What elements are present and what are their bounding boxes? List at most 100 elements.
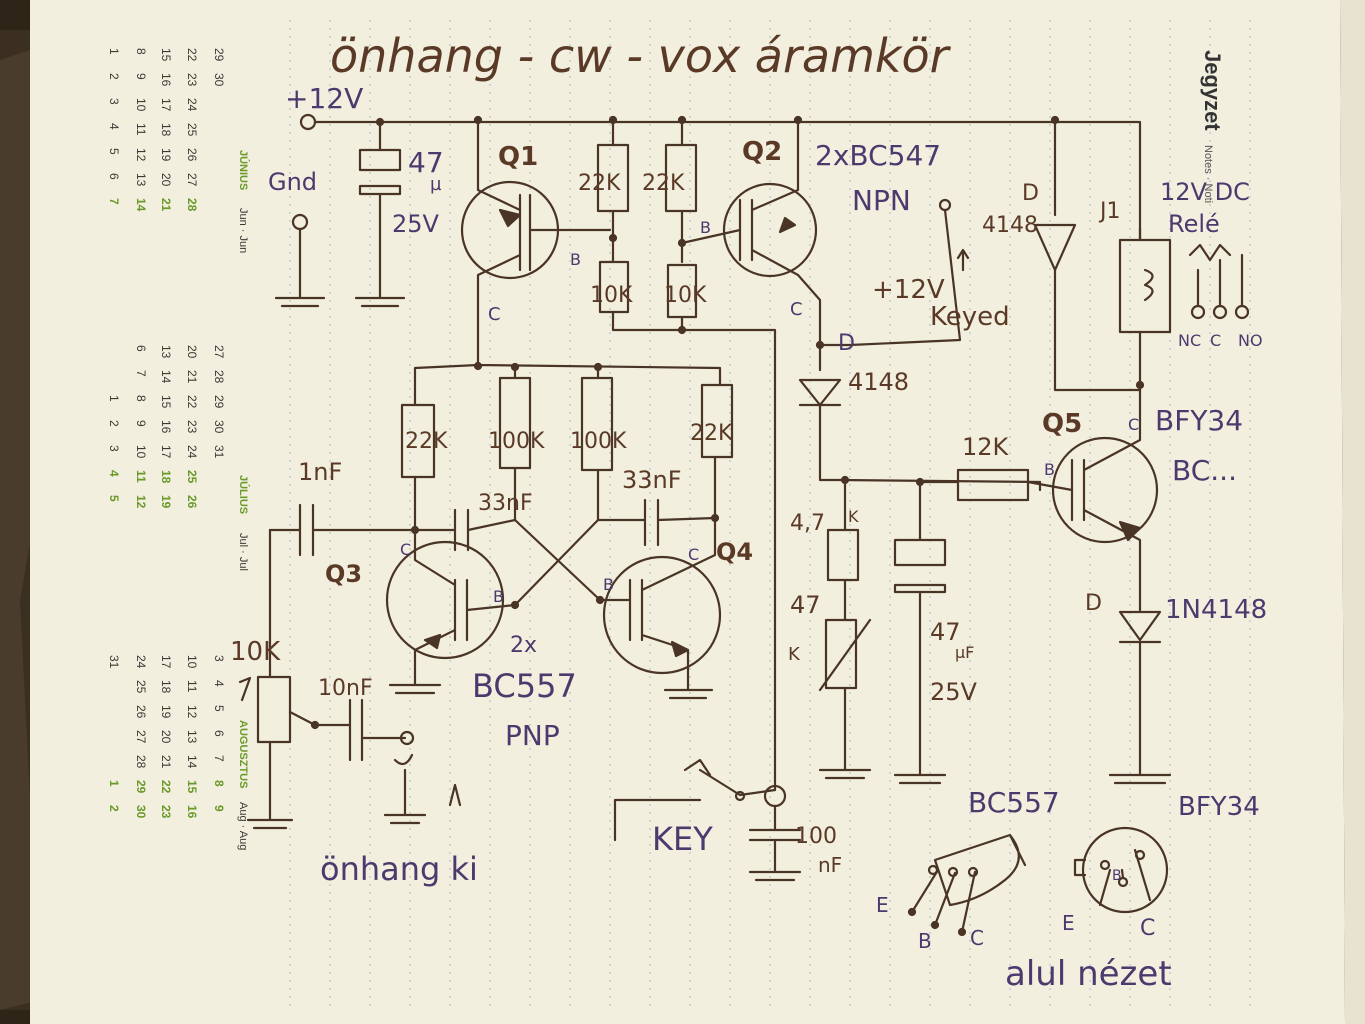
calendar-day: 22 — [185, 395, 199, 409]
calendar-day: 6 — [107, 173, 121, 180]
label-no: NO — [1238, 331, 1263, 350]
label-d3: D — [1085, 591, 1102, 616]
calendar-day: 4 — [212, 680, 226, 687]
label-onhang-ki: önhang ki — [320, 850, 478, 888]
calendar-day: 25 — [134, 680, 148, 694]
calendar-day: 12 — [134, 148, 148, 162]
label-pnp-b: BC557 — [472, 667, 577, 705]
calendar-day: 30 — [134, 805, 148, 819]
calendar-day: 10 — [134, 98, 148, 112]
label-pe2: E — [1062, 911, 1075, 935]
label-r22k-d: 22K — [690, 421, 733, 446]
label-alul-nezet: alul nézet — [1005, 954, 1172, 994]
calendar-day: 25 — [185, 470, 199, 484]
calendar-day: 28 — [212, 370, 226, 384]
calendar-day: 11 — [134, 123, 148, 136]
label-r10k-b: 10K — [664, 283, 707, 308]
label-r47k: 4,7 — [790, 511, 825, 536]
label-pot10k: 10K — [230, 637, 281, 667]
label-c47b: 47 — [930, 618, 961, 646]
calendar-day: 29 — [212, 48, 226, 62]
label-pe1: E — [876, 893, 889, 917]
calendar-day: 9 — [134, 73, 148, 80]
label-12v: +12V — [285, 82, 363, 115]
label-gnd: Gnd — [268, 168, 317, 196]
calendar-day: 12 — [134, 495, 148, 509]
calendar-day: 20 — [185, 345, 199, 359]
notebook-page — [30, 0, 1345, 1024]
label-bc: BC... — [1172, 454, 1237, 487]
label-r100k-b: 100K — [570, 429, 627, 454]
label-relay-2: Relé — [1168, 210, 1220, 238]
calendar-day: 31 — [107, 655, 121, 669]
label-q4: Q4 — [716, 538, 753, 566]
calendar-day: 7 — [212, 755, 226, 762]
calendar-day: 20 — [159, 173, 173, 187]
label-q2: Q2 — [742, 137, 782, 167]
label-q4b: B — [603, 575, 614, 594]
calendar-day: 10 — [185, 655, 199, 669]
label-d1: D — [838, 331, 855, 356]
label-keyed-v: +12V — [872, 275, 945, 305]
label-pin-bfy34: BFY34 — [1178, 792, 1260, 822]
calendar-day: 2 — [107, 805, 121, 812]
calendar-day: 2 — [107, 420, 121, 427]
calendar-day: 11 — [134, 470, 148, 483]
label-b1: B — [570, 250, 581, 269]
label-c100n-unit: nF — [818, 853, 842, 877]
label-pc1: C — [970, 926, 984, 950]
calendar-day: 28 — [185, 198, 199, 212]
calendar-day: 21 — [159, 755, 173, 769]
label-pnp-c: PNP — [505, 719, 560, 752]
label-25v: 25V — [392, 210, 440, 238]
label-r100k-a: 100K — [488, 429, 545, 454]
calendar-day: 6 — [212, 730, 226, 737]
label-c1: C — [488, 304, 501, 325]
label-q2-type: 2xBC547 — [815, 139, 941, 172]
label-q5b: B — [1044, 460, 1055, 479]
calendar-month-sublabel: Aug · Aug — [237, 802, 249, 850]
calendar-day: 30 — [212, 420, 226, 434]
calendar-day: 8 — [134, 395, 148, 402]
calendar-day: 3 — [107, 445, 121, 452]
calendar-day: 26 — [185, 148, 199, 162]
calendar-day: 13 — [134, 173, 148, 187]
label-q5: Q5 — [1042, 409, 1082, 439]
calendar-day: 23 — [185, 73, 199, 87]
calendar-day: 25 — [185, 123, 199, 137]
label-pc2: C — [1140, 916, 1155, 941]
calendar-day: 26 — [134, 705, 148, 719]
label-c100n: 100 — [795, 824, 837, 849]
label-pin-bc557: BC557 — [968, 786, 1060, 819]
calendar-day: 24 — [134, 655, 148, 669]
calendar-day: 20 — [159, 730, 173, 744]
calendar-day: 18 — [159, 470, 173, 484]
calendar-day: 4 — [107, 123, 121, 130]
dotted-guidelines — [289, 20, 1251, 1010]
label-r22k-b: 22K — [642, 171, 685, 196]
calendar-day: 19 — [159, 148, 173, 162]
calendar-day: 31 — [212, 445, 226, 459]
calendar-day: 15 — [185, 780, 199, 794]
calendar-day: 2 — [107, 73, 121, 80]
calendar-day: 29 — [212, 395, 226, 409]
label-j1: J1 — [1098, 199, 1121, 224]
calendar-day: 30 — [212, 73, 226, 87]
label-q1: Q1 — [498, 142, 538, 172]
calendar-day: 22 — [159, 780, 173, 794]
calendar-day: 23 — [159, 805, 173, 819]
svg-text:Notes · Noti: Notes · Noti — [1202, 145, 1214, 203]
calendar-day: 17 — [159, 655, 173, 669]
label-pnp-a: 2x — [510, 633, 537, 658]
calendar-month-label: JÚLIUS — [237, 475, 250, 514]
label-q5c: C — [1128, 415, 1139, 434]
label-key: KEY — [652, 820, 713, 858]
calendar-month-label: JÚNIUS — [237, 150, 250, 190]
calendar-day: 21 — [159, 198, 173, 212]
calendar-day: 14 — [134, 198, 148, 212]
calendar-day: 13 — [185, 730, 199, 744]
calendar-day: 16 — [159, 73, 173, 87]
label-d3-type: 1N4148 — [1165, 595, 1267, 625]
label-c33nf-b: 33nF — [622, 466, 682, 494]
calendar-day: 29 — [134, 780, 148, 794]
